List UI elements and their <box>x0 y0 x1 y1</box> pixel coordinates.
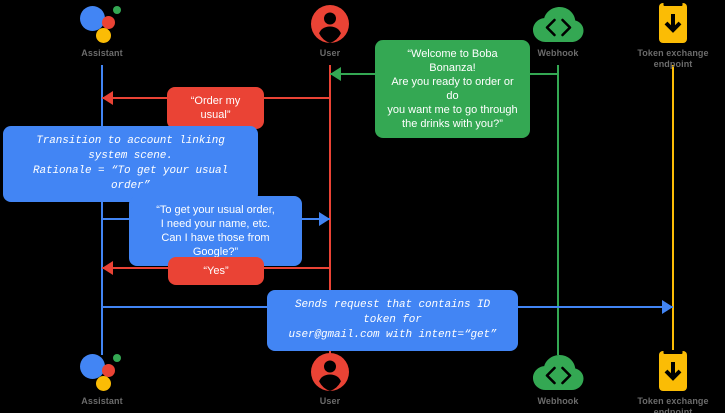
actor-webhook-bottom[interactable]: Webhook <box>498 350 618 407</box>
assistant-dot-green <box>113 6 121 14</box>
download-box-icon <box>651 0 695 46</box>
lifeline-user <box>329 65 331 355</box>
actor-webhook-top[interactable]: Webhook <box>498 2 618 59</box>
message-bubble-sends-request: Sends request that contains ID token for… <box>267 290 518 351</box>
arrowhead-order-my-usual <box>102 91 113 105</box>
message-bubble-welcome: “Welcome to Boba Bonanza! Are you ready … <box>375 40 530 138</box>
assistant-dot-yellow <box>96 376 111 391</box>
actor-token-bottom[interactable]: Token exchange endpoint <box>613 348 725 413</box>
download-box-icon <box>651 348 695 394</box>
assistant-dot-red <box>102 16 115 29</box>
actor-token-top[interactable]: Token exchange endpoint <box>613 0 725 70</box>
download-box-svg <box>659 0 687 43</box>
assistant-dot-yellow <box>96 28 111 43</box>
message-bubble-transition-note: Transition to account linking system sce… <box>3 126 258 202</box>
cloud-code-svg <box>533 7 584 42</box>
lifeline-webhook <box>557 65 559 355</box>
assistant-dot-green <box>113 354 121 362</box>
arrowhead-yes <box>102 261 113 275</box>
actor-label-assistant: Assistant <box>81 48 123 58</box>
actor-label-user: User <box>319 48 341 58</box>
google-assistant-icon <box>80 2 124 46</box>
actor-label-token: Token exchange endpoint <box>637 48 709 69</box>
cloud-code-icon <box>533 2 584 46</box>
message-bubble-yes: “Yes” <box>168 257 264 285</box>
arrowhead-welcome <box>330 67 341 81</box>
actor-label-webhook: Webhook <box>537 396 579 406</box>
assistant-dot-blue <box>80 6 105 31</box>
assistant-dot-blue <box>80 354 105 379</box>
google-assistant-icon <box>80 350 124 394</box>
lifeline-token <box>672 65 674 355</box>
actor-label-webhook: Webhook <box>537 48 579 58</box>
actor-assistant-top[interactable]: Assistant <box>42 2 162 59</box>
download-box-svg <box>659 348 687 391</box>
user-avatar-svg <box>311 5 349 43</box>
message-bubble-order-my-usual: “Order my usual” <box>167 87 264 129</box>
message-bubble-ask-for-name: “To get your usual order, I need your na… <box>129 196 302 266</box>
lifeline-assistant <box>101 65 103 355</box>
arrowhead-ask-for-name <box>319 212 330 226</box>
cloud-code-icon <box>533 350 584 394</box>
cloud-code-svg <box>533 355 584 390</box>
actor-label-user: User <box>319 396 341 406</box>
user-avatar-svg <box>311 353 349 391</box>
actor-user-top[interactable]: User <box>270 2 390 59</box>
arrowhead-sends-request <box>662 300 673 314</box>
user-avatar-icon <box>308 2 352 46</box>
actor-label-token: Token exchange endpoint <box>637 396 709 413</box>
actor-user-bottom[interactable]: User <box>270 350 390 407</box>
actor-assistant-bottom[interactable]: Assistant <box>42 350 162 407</box>
assistant-dot-red <box>102 364 115 377</box>
actor-label-assistant: Assistant <box>81 396 123 406</box>
user-avatar-icon <box>308 350 352 394</box>
